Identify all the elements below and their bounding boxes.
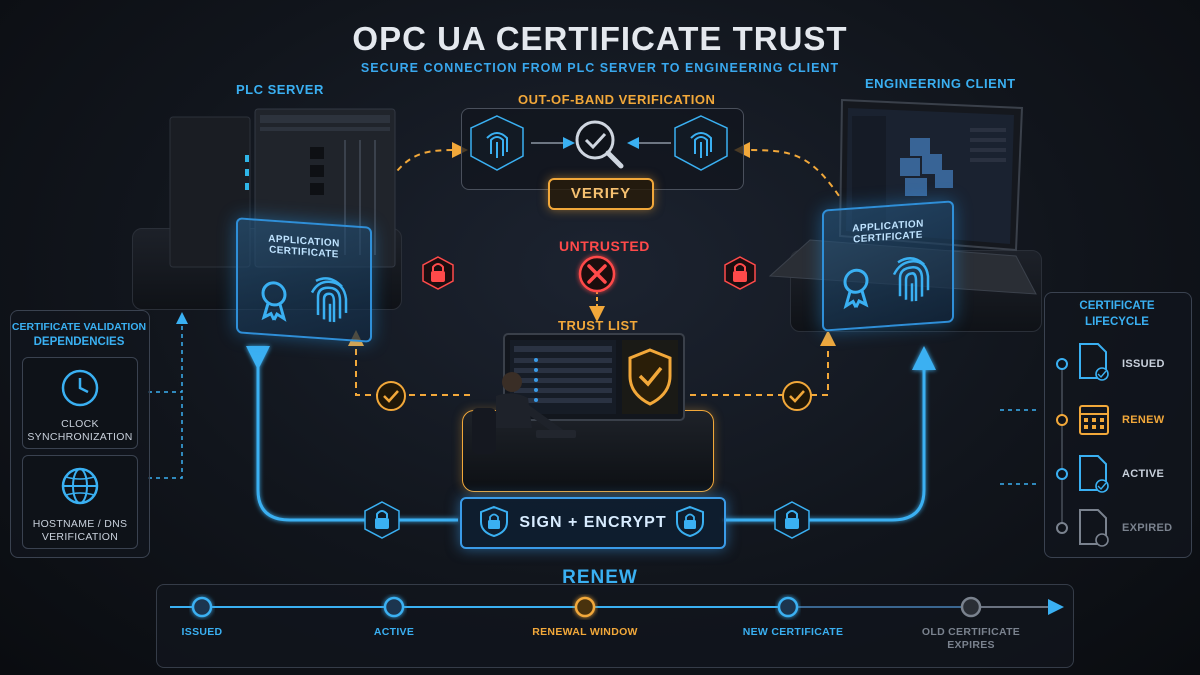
timeline-dot-new [777,596,799,618]
lock-hex-blue-left-icon [364,501,400,539]
shield-lock-left-icon [480,505,508,537]
clock-label-line1: CLOCK [61,418,99,430]
timeline-title: RENEW [562,567,638,588]
lifecycle-label-expired: EXPIRED [1122,522,1173,534]
lifecycle-node-issued [1056,343,1109,381]
page-title: OPC UA CERTIFICATE TRUST [352,20,848,57]
engineering-client-label: ENGINEERING CLIENT [865,76,1016,91]
verify-button[interactable]: VERIFY [548,178,654,210]
trust-list-label: TRUST LIST [558,318,639,333]
fingerprint-icon [310,277,348,323]
lifecycle-title-line2: LIFECYCLE [1085,316,1149,328]
timeline-label-old-line1: OLD CERTIFICATE [921,626,1021,638]
untrusted-label: UNTRUSTED [559,238,650,254]
deps-link-top [148,312,188,393]
cert-icons-right [843,257,930,310]
timeline-panel [156,584,1074,668]
sign-encrypt-chip: SIGN + ENCRYPT [460,497,726,549]
shield-lock-right-icon [676,505,704,537]
dns-label-line2: VERIFICATION [41,531,119,543]
dns-label-line1: HOSTNAME / DNS [32,518,128,530]
operator-figure [472,372,576,454]
dependencies-title: CERTIFICATE VALIDATION DEPENDENCIES [10,320,148,350]
lifecycle-label-issued: ISSUED [1122,358,1165,370]
lifecycle-node-expired [1056,509,1109,547]
secure-channel-right [722,346,936,522]
dependencies-title-line2: DEPENDENCIES [33,336,125,348]
timeline-dot-issued [191,596,213,618]
lifecycle-graph [1056,343,1109,547]
oob-title: OUT-OF-BAND VERIFICATION [518,92,716,107]
shield-check-icon [628,348,672,406]
magnifier-check-icon [575,120,624,169]
sign-encrypt-label: SIGN + ENCRYPT [519,514,667,531]
ribbon-badge-icon [843,268,869,310]
page-subtitle: SECURE CONNECTION FROM PLC SERVER TO ENG… [360,61,840,75]
dependency-clock: CLOCK SYNCHRONIZATION [22,357,138,449]
timeline-dot-renewal [574,596,596,618]
app-cert-card-right: APPLICATION CERTIFICATE [822,200,954,332]
ribbon-badge-icon [261,281,287,322]
timeline-label-active: ACTIVE [373,626,415,638]
cert-icons-left [261,277,348,323]
untrusted-x-icon [578,255,616,293]
check-circle-left-icon [376,381,406,411]
lock-hex-blue-right-icon [774,501,810,539]
globe-icon [61,467,99,505]
timeline-graph [170,596,1064,618]
timeline-label-renewal: RENEWAL WINDOW [532,626,638,638]
timeline-label-issued: ISSUED [181,626,223,638]
plc-server-label: PLC SERVER [236,82,324,97]
trustlist-to-left [348,330,470,396]
lifecycle-title: CERTIFICATE LIFECYCLE [1044,298,1190,330]
timeline-dot-old [960,596,982,618]
clock-label-line2: SYNCHRONIZATION [27,431,133,443]
timeline-label-old-line2: EXPIRES [947,639,995,651]
fingerprint-icon [892,257,930,302]
lifecycle-title-line1: CERTIFICATE [1079,300,1155,312]
lifecycle-node-renew [1056,405,1109,435]
deps-link-bottom [148,392,183,479]
timeline-label-old: OLD CERTIFICATE EXPIRES [901,626,1041,652]
fingerprint-hex-left [470,115,524,171]
lock-hex-red-right-icon [724,256,756,290]
secure-channel-left [246,346,458,522]
dependency-dns: HOSTNAME / DNS VERIFICATION [22,455,138,549]
lifecycle-label-renew: RENEW [1122,414,1165,426]
dependencies-title-line1: CERTIFICATE VALIDATION [11,321,147,333]
lifecycle-node-active [1056,455,1109,493]
app-cert-card-left: APPLICATION CERTIFICATE [236,217,372,343]
timeline-dot-active [383,596,405,618]
lifecycle-panel [1044,292,1192,558]
trustlist-to-right [690,330,836,396]
oob-link-right [734,142,846,206]
lifecycle-label-active: ACTIVE [1122,468,1165,480]
clock-icon [61,369,99,407]
lock-hex-red-left-icon [422,256,454,290]
fingerprint-hex-right [674,115,728,171]
check-circle-right-icon [782,381,812,411]
oob-icons [470,115,728,171]
timeline-label-new: NEW CERTIFICATE [742,626,844,638]
